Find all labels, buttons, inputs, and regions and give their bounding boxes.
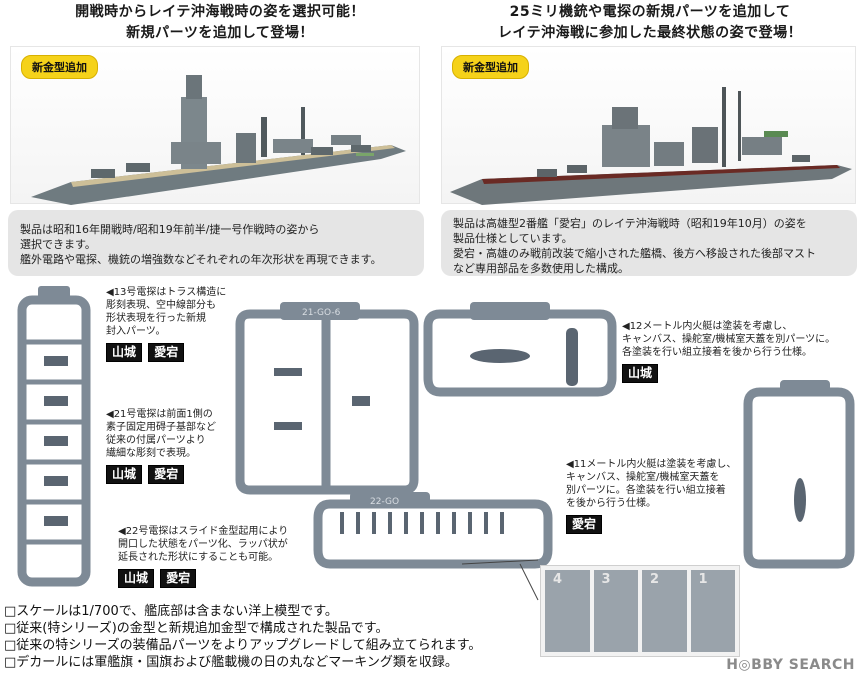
note-line: 繊細な彫刻で表現。 [106,448,196,459]
note-line: 封入パーツ。 [106,326,166,337]
ship-photo-atago: 新金型追加 [441,46,856,205]
zoom-cell: 4 [545,570,590,652]
description-line: 製品仕様としています。 [453,232,573,245]
description-line: 艦外電路や電探、機銃の増強数などそれぞれの年次形状を再現できます。 [20,253,382,266]
sprue-label-b: 21-GO-6 [302,308,341,318]
note-line: ◀12メートル内火艇は塗装を考慮し、 [622,321,793,332]
badge-yamashiro: 山城 [106,343,143,362]
note-line: 延長された形状にすることも可能。 [118,552,279,563]
headline-left: 開戦時からレイテ沖海戦時の姿を選択可能！ 新規パーツを追加して登場！ [20,2,420,44]
sprue-label-c: 22-GO [370,497,399,507]
description-line: 選択できます。 [20,238,96,251]
description-atago: 製品は高雄型2番艦「愛宕」のレイテ沖海戦時（昭和19年10月）の姿を 製品仕様と… [441,210,857,276]
digit-label: 4 [553,572,563,587]
badge-atago: 愛宕 [566,515,603,534]
note-line: 開口した状態をパーツ化、ラッパ状が [118,539,288,550]
note-radar13: ◀13号電探はトラス構造に 彫刻表現、空中線部分も 形状表現を行った新規 封入パ… [106,286,256,362]
note-radar21: ◀21号電探は前面1側の 素子固定用碍子基部など 従来の付属パーツより 繊細な彫… [106,408,256,484]
cruiser-model-image [450,87,852,205]
badge-atago: 愛宕 [148,343,185,362]
battleship-model-image [31,75,406,205]
zoom-detail-panel: 4 3 2 1 [540,565,740,657]
badge-yamashiro: 山城 [118,569,155,588]
sprue-parts-illustration: 21-GO-6 22-GO [17,286,855,601]
note-line: 各塗装を行い組立接着を後から行う仕様。 [622,347,812,358]
product-features-list: □スケールは1/700で、艦底部は含まない洋上模型です。 □従来(特シリーズ)の… [4,603,564,671]
feature-item: □従来(特シリーズ)の金型と新規追加金型で構成された製品です。 [4,621,389,636]
badge-atago: 愛宕 [148,465,185,484]
description-line: など専用部品を多数使用した構成。 [453,262,629,275]
description-line: 製品は高雄型2番艦「愛宕」のレイテ沖海戦時（昭和19年10月）の姿を [453,217,807,230]
new-mold-tag-2: 新金型追加 [452,55,529,79]
headline-left-line-1: 開戦時からレイテ沖海戦時の姿を選択可能！ [75,4,365,20]
hobby-search-watermark: H◎BBY SEARCH [726,657,855,673]
badge-atago: 愛宕 [160,569,197,588]
feature-item: □デカールには軍艦旗・国旗および艦載機の日の丸などマーキング類を収録。 [4,655,458,670]
digit-label: 3 [601,572,611,587]
headline-left-line-2: 新規パーツを追加して登場！ [126,25,314,41]
note-line: ◀13号電探はトラス構造に [106,287,227,298]
note-line: 素子固定用碍子基部など [106,422,216,433]
description-line: 製品は昭和16年開戦時/昭和19年前半/捷一号作戦時の姿から [20,223,320,236]
note-line: キャンバス、操舵室/機械室天蓋を [566,472,720,483]
zoom-cell: 2 [642,570,687,652]
note-line: 彫刻表現、空中線部分も [106,300,216,311]
note-boat12: ◀12メートル内火艇は塗装を考慮し、 キャンバス、操舵室/機械室天蓋を別パーツに… [622,320,860,383]
headline-right-line-1: 25ミリ機銃や電探の新規パーツを追加して [509,4,791,20]
note-line: ◀11メートル内火艇は塗装を考慮し、 [566,459,737,470]
zoom-cell: 3 [593,570,638,652]
note-line: 形状表現を行った新規 [106,313,206,324]
description-yamashiro: 製品は昭和16年開戦時/昭和19年前半/捷一号作戦時の姿から 選択できます。 艦… [8,210,424,276]
note-line: ◀21号電探は前面1側の [106,409,213,420]
ship-photo-yamashiro: 新金型追加 [10,46,420,205]
badge-yamashiro: 山城 [106,465,143,484]
digit-label: 2 [650,572,660,587]
headline-right-line-2: レイテ沖海戦に参加した最終状態の姿で登場！ [497,25,803,41]
new-mold-tag: 新金型追加 [21,55,98,79]
note-radar22: ◀22号電探はスライド金型起用により 開口した状態をパーツ化、ラッパ状が 延長さ… [118,525,328,588]
note-line: を後から行う仕様。 [566,498,656,509]
description-line: 愛宕・高雄のみ戦前改装で縮小された艦橋、後方へ移設された後部マスト [453,247,816,260]
note-line: キャンバス、操舵室/機械室天蓋を別パーツに。 [622,334,836,345]
note-line: 別パーツに。各塗装を行い組立接着 [566,485,726,496]
headline-right: 25ミリ機銃や電探の新規パーツを追加して レイテ沖海戦に参加した最終状態の姿で登… [440,2,860,44]
note-line: 従来の付属パーツより [106,435,206,446]
note-boat11: ◀11メートル内火艇は塗装を考慮し、 キャンバス、操舵室/機械室天蓋を 別パーツ… [566,458,746,534]
digit-label: 1 [698,572,708,587]
feature-item: □スケールは1/700で、艦底部は含まない洋上模型です。 [4,604,338,619]
zoom-cell: 1 [690,570,735,652]
badge-yamashiro: 山城 [622,364,659,383]
feature-item: □従来の特シリーズの装備品パーツをよりアップグレードして組み立てられます。 [4,638,482,653]
note-line: ◀22号電探はスライド金型起用により [118,526,289,537]
